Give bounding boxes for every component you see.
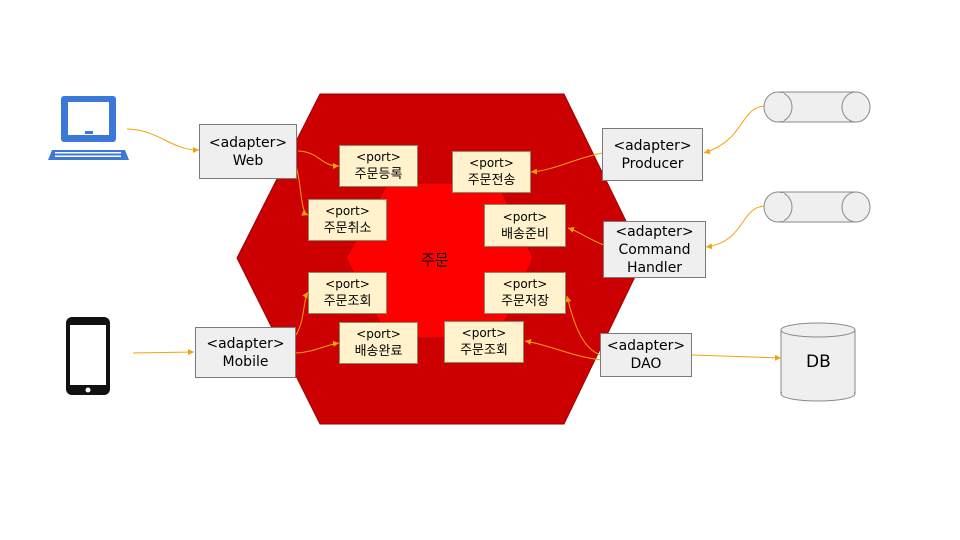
port-label: 주문취소 [323, 221, 372, 236]
port-order-cancel[interactable]: <port> 주문취소 [308, 199, 387, 241]
port-order-query-inbound[interactable]: <port> 주문조회 [308, 272, 387, 314]
database-label: DB [806, 352, 831, 372]
adapter-dao[interactable]: <adapter> DAO [600, 333, 692, 377]
adapter-name: DAO [630, 356, 662, 372]
arrow-mobile-to-delivery [295, 340, 340, 354]
port-label: 배송준비 [501, 226, 549, 242]
adapter-name: Handler [626, 259, 683, 276]
port-stereotype: <port> [325, 204, 370, 218]
port-delivery-complete[interactable]: <port> 배송완료 [339, 322, 418, 364]
port-order-register[interactable]: <port> 주문등록 [339, 145, 418, 187]
port-label: 주문저장 [501, 294, 549, 309]
port-label: 주문조회 [460, 343, 508, 358]
arrow-producer-to-send [530, 152, 603, 175]
port-stereotype: <port> [461, 326, 507, 340]
core-domain-label: 주문 [421, 251, 449, 269]
adapter-stereotype: <adapter> [606, 338, 686, 354]
adapter-name: Mobile [222, 353, 269, 370]
port-stereotype: <port> [502, 277, 548, 291]
adapter-stereotype: <adapter> [615, 223, 694, 240]
adapter-mobile[interactable]: <adapter> Mobile [195, 327, 296, 378]
adapter-stereotype: <adapter> [613, 137, 692, 154]
adapter-stereotype: <adapter> [208, 134, 288, 151]
arrow-desktop-to-web [126, 128, 200, 153]
adapter-name: Web [232, 152, 264, 169]
port-stereotype: <port> [469, 156, 514, 170]
database-icon [780, 322, 856, 402]
port-stereotype: <port> [325, 277, 370, 291]
arrow-web-to-cancel [295, 165, 309, 216]
adapter-name: Command [618, 241, 691, 258]
arrow-dao-to-db [691, 354, 782, 361]
message-queue-icon [763, 91, 871, 123]
arrow-command-to-prep [567, 227, 605, 246]
desktop-computer-icon [48, 96, 129, 160]
adapter-web[interactable]: <adapter> Web [199, 124, 297, 179]
arrow-web-to-register [297, 150, 340, 169]
port-label: 주문등록 [354, 167, 403, 182]
port-order-save[interactable]: <port> 주문저장 [484, 272, 566, 314]
port-label: 주문조회 [323, 294, 372, 309]
arrow-queue2-to-command [705, 205, 765, 250]
message-queue-icon [763, 191, 871, 223]
arrow-dao-to-query [524, 338, 602, 361]
arrow-mobile-to-query [295, 291, 309, 336]
arrow-dao-to-save [565, 295, 602, 356]
connector-arrows [126, 105, 782, 361]
port-order-send[interactable]: <port> 주문전송 [452, 151, 531, 193]
port-order-query-outbound[interactable]: <port> 주문조회 [444, 321, 524, 363]
adapter-producer[interactable]: <adapter> Producer [602, 128, 703, 181]
adapter-command-handler[interactable]: <adapter> Command Handler [603, 221, 706, 278]
port-stereotype: <port> [502, 209, 548, 224]
port-label: 배송완료 [354, 344, 403, 359]
arrow-phone-to-mobile [132, 349, 195, 356]
port-label: 주문전송 [467, 173, 516, 188]
port-stereotype: <port> [356, 327, 401, 341]
port-stereotype: <port> [356, 150, 401, 164]
adapter-name: Producer [621, 155, 684, 172]
smartphone-icon [66, 317, 110, 395]
arrow-queue1-to-producer [703, 105, 765, 155]
port-delivery-prepare[interactable]: <port> 배송준비 [484, 204, 566, 247]
adapter-stereotype: <adapter> [206, 335, 285, 352]
